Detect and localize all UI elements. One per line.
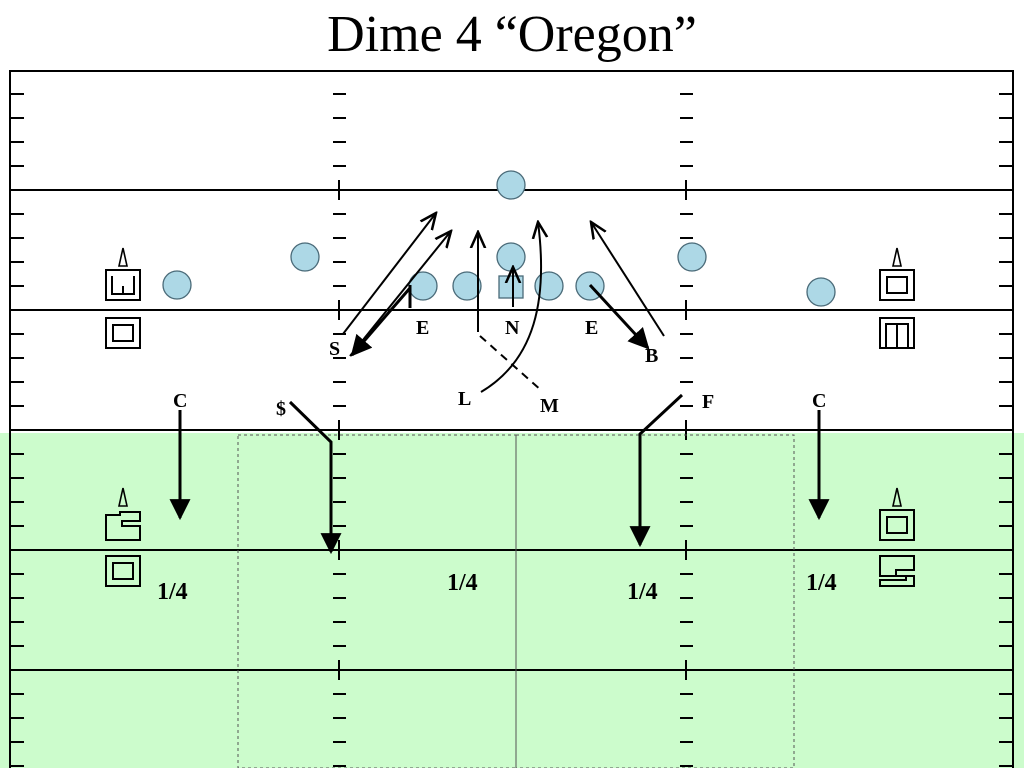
label-strong-safety: $ [276, 398, 286, 420]
label-corner-right: C [812, 390, 826, 412]
zone-label: 1/4 [806, 570, 837, 596]
zone-label: 1/4 [627, 579, 658, 605]
offense-player [290, 242, 320, 272]
offense-player [806, 277, 836, 307]
deep-zone-field [0, 433, 1024, 768]
label-buck: B [645, 345, 658, 367]
label-end-right: E [585, 317, 598, 339]
direction-arrow-icon [118, 247, 902, 507]
label-sam: S [329, 338, 340, 360]
offense-player [677, 242, 707, 272]
zone-label: 1/4 [447, 570, 478, 596]
offense-player [162, 270, 192, 300]
label-mike: L [458, 388, 471, 410]
label-free-safety: F [702, 391, 714, 413]
label-end-left: E [416, 317, 429, 339]
offense-player [496, 170, 526, 200]
label-corner-left: C [173, 390, 187, 412]
label-nose: N [505, 317, 520, 339]
center-square [498, 275, 524, 299]
page-title: Dime 4 “Oregon” [327, 6, 697, 63]
zone-labels: 1/4 1/4 1/4 1/4 [157, 570, 837, 605]
yard-number-glyph [105, 269, 915, 587]
hash-marks [10, 93, 1013, 767]
offense-player [452, 271, 482, 301]
label-mac: M [540, 395, 559, 417]
zone-label: 1/4 [157, 579, 188, 605]
deep-zone-boxes [237, 434, 795, 768]
offense-players [162, 170, 836, 307]
defense-labels: E N E S B L M $ F C C [173, 317, 826, 420]
defense-routes [169, 213, 830, 555]
offense-player [496, 242, 526, 272]
offense-player [534, 271, 564, 301]
field-border [9, 70, 1014, 768]
